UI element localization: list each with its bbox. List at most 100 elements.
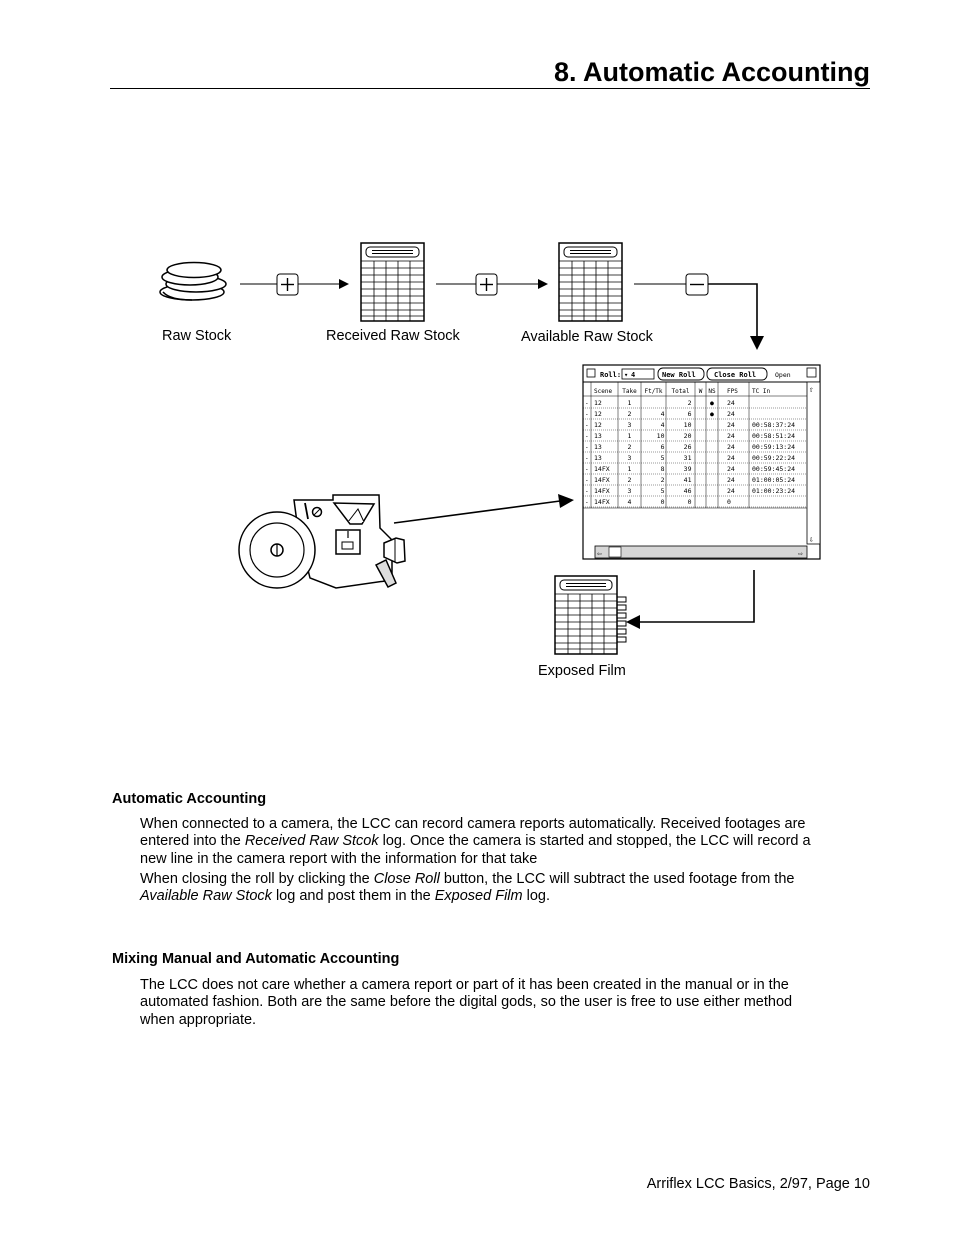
report-cell: ● — [710, 399, 714, 407]
scroll-right-icon: ⇨ — [798, 549, 803, 558]
report-cell: 1 — [628, 465, 632, 473]
exposed-film-log-icon — [554, 575, 627, 655]
report-cell: 24 — [727, 487, 735, 495]
report-cell: 3 — [628, 421, 632, 429]
report-cell: 10 — [684, 421, 692, 429]
roll-value: 4 — [631, 371, 635, 379]
exposed-film-label: Exposed Film — [538, 663, 626, 679]
scroll-down-icon: ⇩ — [809, 535, 814, 544]
report-cell: 1 — [628, 432, 632, 440]
report-column-header: NS — [708, 388, 716, 395]
automatic-accounting-paragraph-2: When closing the roll by clicking the Cl… — [140, 871, 795, 905]
report-cell: 24 — [727, 432, 735, 440]
horizontal-scrollbar[interactable] — [594, 545, 808, 559]
camera-report-window: Roll: ▾ 4 New Roll Close Roll Open ⇧ ⇩ ⇦… — [582, 364, 821, 560]
report-row-marker: - — [585, 488, 589, 495]
report-cell: 00:59:13:24 — [752, 443, 795, 451]
report-cell: 4 — [661, 421, 665, 429]
report-cell: 26 — [684, 443, 692, 451]
report-cell: 14FX — [594, 476, 610, 484]
report-column-header: FPS — [727, 388, 738, 395]
available-raw-stock-log-icon — [558, 242, 623, 322]
page-title: 8. Automatic Accounting — [553, 57, 870, 87]
report-cell: 6 — [661, 443, 665, 451]
new-roll-button[interactable] — [657, 367, 705, 381]
report-column-header: W — [699, 388, 703, 395]
report-cell: 10 — [657, 432, 665, 440]
roll-select[interactable] — [621, 368, 655, 380]
vertical-scrollbar[interactable] — [806, 381, 821, 545]
mixing-accounting-paragraph: The LCC does not care whether a camera r… — [140, 977, 793, 1028]
report-cell: 5 — [661, 487, 665, 495]
report-cell: 3 — [628, 487, 632, 495]
report-cell: 0 — [661, 498, 665, 506]
report-column-header: TC In — [752, 388, 770, 395]
close-roll-button[interactable] — [706, 367, 768, 381]
report-row-marker: - — [585, 477, 589, 484]
report-cell: 01:00:05:24 — [752, 476, 795, 484]
report-cell: 00:58:37:24 — [752, 421, 795, 429]
report-column-header: Total — [671, 388, 689, 395]
report-cell: 2 — [628, 443, 632, 451]
close-roll-button-label: Close Roll — [714, 371, 756, 379]
roll-label: Roll: — [600, 371, 621, 379]
available-raw-stock-label: Available Raw Stock — [521, 329, 653, 345]
report-cell: 5 — [661, 454, 665, 462]
report-cell: 12 — [594, 410, 602, 418]
report-cell: 0 — [688, 498, 692, 506]
raw-stock-icon — [159, 261, 227, 301]
report-cell: 24 — [727, 465, 735, 473]
report-cell: 31 — [684, 454, 692, 462]
report-cell: 8 — [661, 465, 665, 473]
report-row-marker: - — [585, 455, 589, 462]
report-cell: 01:00:23:24 — [752, 487, 795, 495]
report-cell: 12 — [594, 399, 602, 407]
zoom-box-icon — [806, 367, 817, 378]
accounting-flow-diagram: Roll: ▾ 4 New Roll Close Roll Open ⇧ ⇩ ⇦… — [159, 242, 821, 655]
report-cell: 14FX — [594, 487, 610, 495]
report-column-header: Take — [622, 388, 637, 395]
report-cell: 39 — [684, 465, 692, 473]
report-cell: 13 — [594, 454, 602, 462]
roll-dropdown-icon: ▾ — [624, 371, 628, 379]
report-cell: 20 — [684, 432, 692, 440]
report-cell: 41 — [684, 476, 692, 484]
report-cell: 4 — [628, 498, 632, 506]
received-raw-stock-label: Received Raw Stock — [326, 328, 460, 344]
report-cell: 12 — [594, 421, 602, 429]
report-cell: 24 — [727, 410, 735, 418]
close-box-icon — [586, 368, 596, 378]
report-cell: 24 — [727, 443, 735, 451]
report-cell: 6 — [688, 410, 692, 418]
minus-operator — [685, 273, 709, 296]
report-row-marker: - — [585, 444, 589, 451]
report-cell: 00:58:51:24 — [752, 432, 795, 440]
received-raw-stock-log-icon — [360, 242, 425, 322]
automatic-accounting-paragraph-1: When connected to a camera, the LCC can … — [140, 816, 811, 867]
plus-operator-1 — [276, 273, 299, 296]
report-cell: 2 — [628, 410, 632, 418]
raw-stock-label: Raw Stock — [162, 328, 232, 344]
report-cell: 24 — [727, 421, 735, 429]
report-cell: 00:59:22:24 — [752, 454, 795, 462]
report-row-marker: - — [585, 411, 589, 418]
report-cell: 46 — [684, 487, 692, 495]
report-cell: 14FX — [594, 465, 610, 473]
report-cell: 3 — [628, 454, 632, 462]
scroll-thumb[interactable] — [608, 546, 622, 558]
report-row-marker: - — [585, 466, 589, 473]
report-cell: 00:59:45:24 — [752, 465, 795, 473]
report-cell: 2 — [661, 476, 665, 484]
report-column-header: Scene — [594, 388, 612, 395]
report-cell: 2 — [628, 476, 632, 484]
film-camera-icon — [238, 494, 406, 589]
report-cell: 24 — [727, 454, 735, 462]
report-cell: 24 — [727, 476, 735, 484]
report-cell: 0 — [727, 498, 731, 506]
plus-operator-2 — [475, 273, 498, 296]
report-row-marker: - — [585, 499, 589, 506]
report-cell: 4 — [661, 410, 665, 418]
report-cell: 13 — [594, 432, 602, 440]
roll-status: Open — [775, 371, 791, 379]
